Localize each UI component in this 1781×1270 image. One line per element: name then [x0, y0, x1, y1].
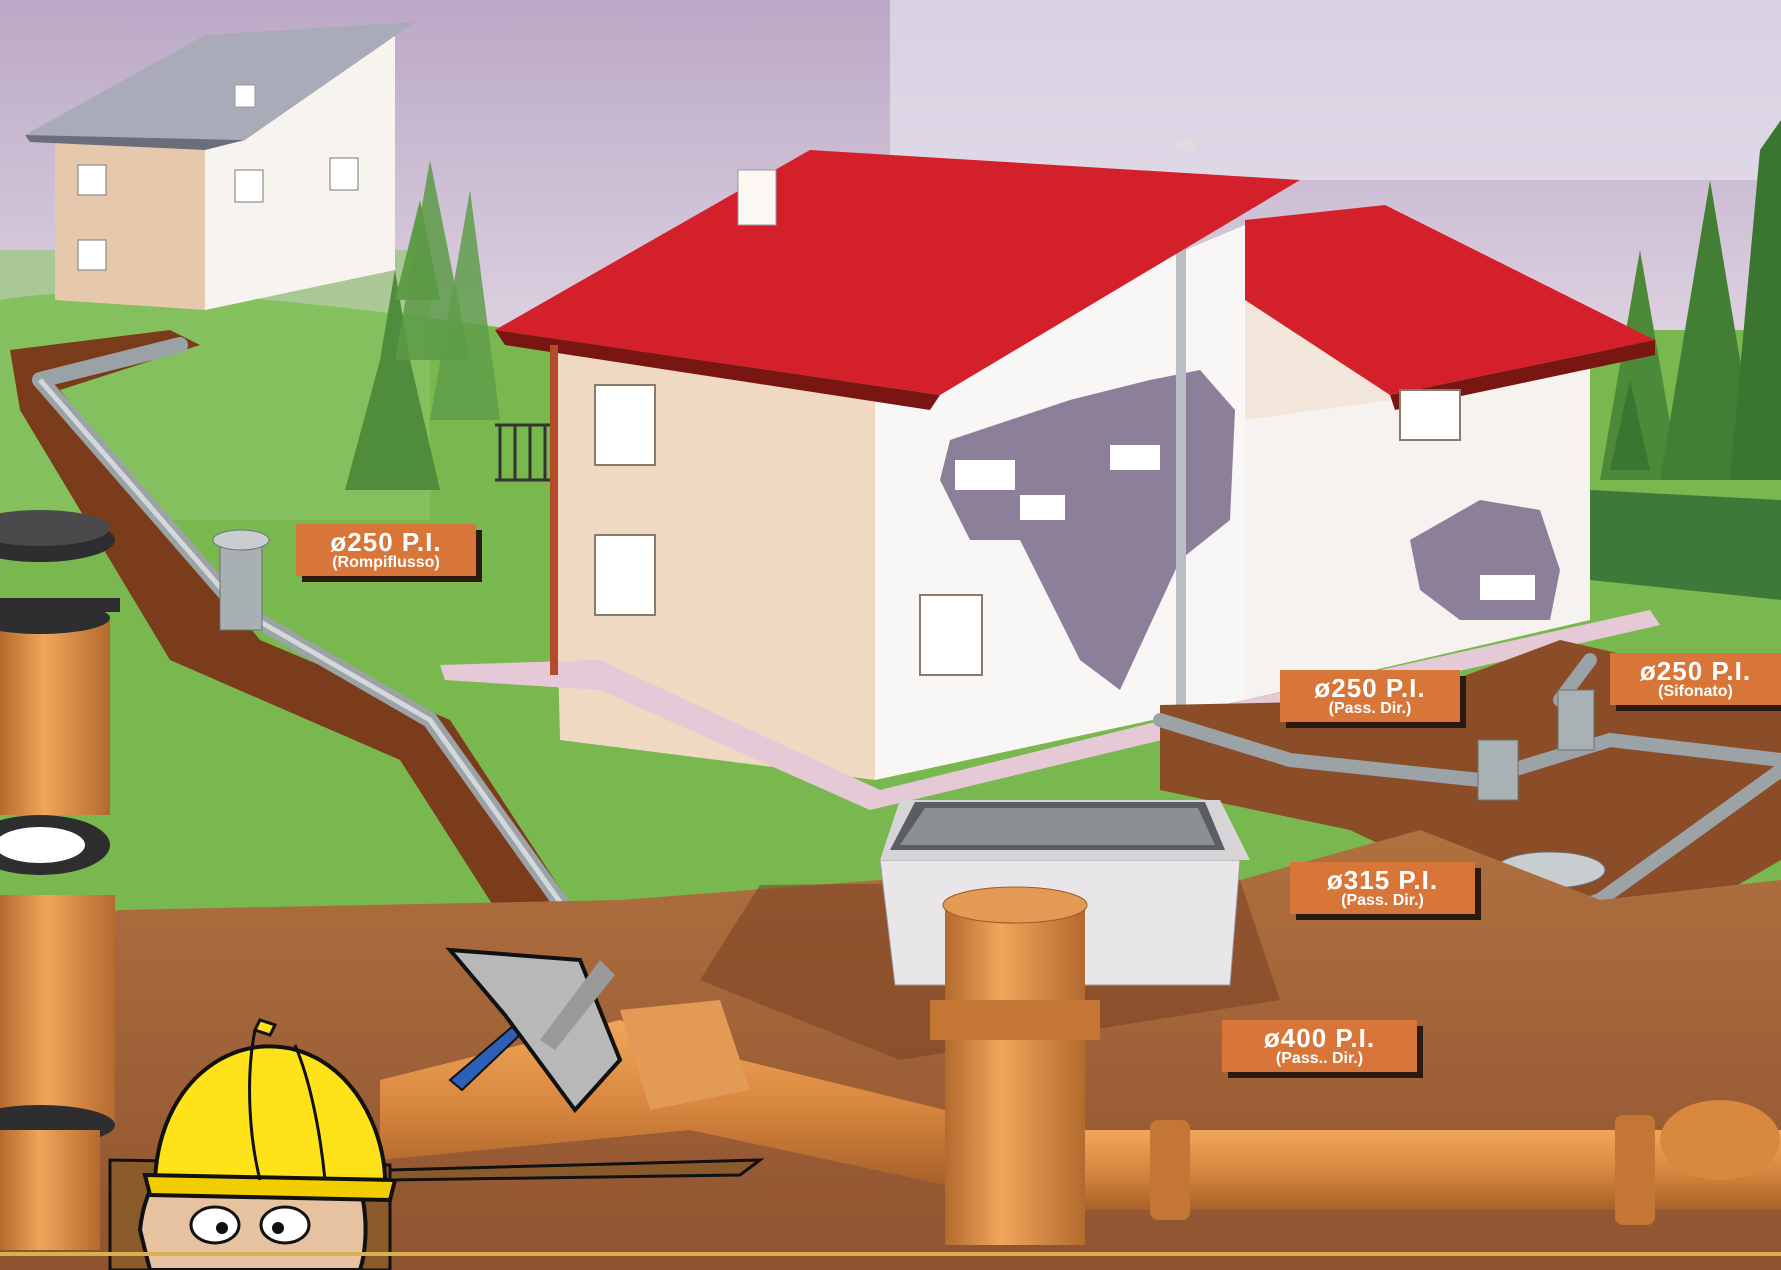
inspection-chamber-icon [213, 530, 269, 630]
label-pass-dir-315-size: ø315 P.I. [1290, 862, 1475, 893]
label-rompiflusso: ø250 P.I. (Rompiflusso) [296, 524, 476, 576]
label-pass-dir-250: ø250 P.I. (Pass. Dir.) [1280, 670, 1460, 722]
sky-patch [890, 0, 1781, 180]
manhole-cover-icon [890, 802, 1225, 850]
label-rompiflusso-size: ø250 P.I. [296, 524, 476, 555]
label-sifonato: ø250 P.I. (Sifonato) [1610, 653, 1781, 705]
label-pass-dir-315-note: (Pass. Dir.) [1290, 893, 1475, 914]
label-pass-dir-250-size: ø250 P.I. [1280, 670, 1460, 701]
label-pass-dir-400-note: (Pass.. Dir.) [1222, 1051, 1417, 1072]
label-rompiflusso-note: (Rompiflusso) [296, 555, 476, 576]
label-pass-dir-400: ø400 P.I. (Pass.. Dir.) [1222, 1020, 1417, 1072]
label-pass-dir-250-note: (Pass. Dir.) [1280, 701, 1460, 722]
label-sifonato-note: (Sifonato) [1610, 684, 1781, 705]
bottom-rule [0, 1252, 1781, 1256]
label-sifonato-size: ø250 P.I. [1610, 653, 1781, 684]
label-pass-dir-315: ø315 P.I. (Pass. Dir.) [1290, 862, 1475, 914]
label-pass-dir-400-size: ø400 P.I. [1222, 1020, 1417, 1051]
